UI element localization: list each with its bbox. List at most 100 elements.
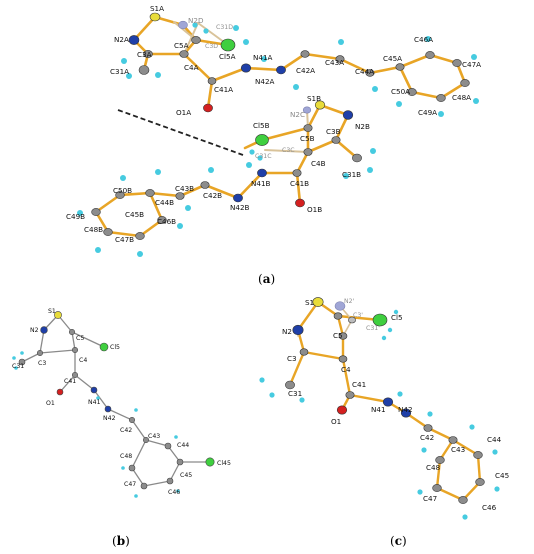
- bonds-molecule-a: [132, 15, 467, 110]
- label-C41B: C41B: [290, 179, 309, 188]
- label-Cl5B: Cl5B: [253, 121, 270, 130]
- label-c-C47: C47: [423, 494, 437, 503]
- label-O1B: O1B: [307, 205, 322, 214]
- label-C44B: C44B: [155, 198, 174, 207]
- label-C3A: C3A: [137, 50, 152, 59]
- label-Cl5A: Cl5A: [219, 52, 236, 61]
- label-b-C47: C47: [124, 481, 136, 488]
- hydrogen-atoms-panel-a: [77, 22, 479, 257]
- label-c-C45: C45: [495, 471, 509, 480]
- label-c-S1: S1: [305, 298, 314, 307]
- label-c-N2p: N2': [344, 298, 355, 305]
- atoms-panel-a: [91, 12, 470, 240]
- label-c-Cl5: Cl5: [391, 313, 403, 322]
- label-c-C48: C48: [426, 463, 441, 472]
- label-c-C46: C46: [482, 503, 497, 512]
- label-b-Cl45: Cl45: [217, 460, 231, 467]
- atom-labels-panel-c: S1 N2' N2 C3' Cl5 C31' C5 C3 C4 C31 C41 …: [282, 298, 509, 512]
- label-N42B: N42B: [230, 203, 250, 212]
- label-N41B: N41B: [251, 179, 271, 188]
- label-b-N2: N2: [30, 327, 39, 334]
- label-b-C3: C3: [38, 360, 46, 367]
- label-C31C: C31C: [255, 153, 272, 160]
- label-b-C45: C45: [180, 472, 192, 479]
- label-c-N41: N41: [371, 405, 386, 414]
- label-C31A: C31A: [110, 67, 129, 76]
- hydrogen-bond-dashed: [117, 109, 244, 156]
- label-c-N2: N2: [282, 327, 292, 336]
- atoms-panel-c: [285, 297, 485, 504]
- label-C46B: C46B: [157, 217, 176, 226]
- panel-c-structure: S1 N2' N2 C3' Cl5 C31' C5 C3 C4 C31 C41 …: [259, 297, 509, 548]
- panel-b-structure: S1 N2 C5 Cl5 C31 C3 C4 C41 O1 N41 N42 C4…: [12, 308, 231, 548]
- label-C3B: C3B: [326, 127, 341, 136]
- label-C5B: C5B: [300, 134, 315, 143]
- label-c-C5: C5: [333, 331, 343, 340]
- label-C43B: C43B: [175, 184, 194, 193]
- label-c-C31: C31: [288, 389, 302, 398]
- label-b-C48: C48: [120, 453, 132, 460]
- label-C4B: C4B: [311, 159, 326, 168]
- label-b-C4: C4: [79, 357, 87, 364]
- hydrogen-atoms-panel-c: [259, 309, 500, 520]
- label-C3D: C3D: [205, 43, 218, 50]
- label-c-C3p: C3': [353, 312, 363, 319]
- label-C5A: C5A: [174, 41, 189, 50]
- label-C31D: C31D: [216, 24, 233, 31]
- atom-labels-panel-b: S1 N2 C5 Cl5 C31 C3 C4 C41 O1 N41 N42 C4…: [12, 308, 231, 496]
- label-c-C42: C42: [420, 433, 434, 442]
- bonds-panel-c-disorder: [297, 305, 353, 337]
- label-C4A: C4A: [184, 63, 199, 72]
- label-C47B: C47B: [115, 235, 134, 244]
- label-C41A: C41A: [214, 85, 233, 94]
- label-b-C5: C5: [76, 335, 84, 342]
- label-b-N42: N42: [103, 415, 116, 422]
- label-N41A: N41A: [253, 53, 273, 62]
- label-b-C41: C41: [64, 378, 76, 385]
- label-C49B: C49B: [66, 212, 85, 221]
- label-S1B: S1B: [307, 94, 321, 103]
- label-b-C43: C43: [148, 433, 160, 440]
- panel-a-structure: S1A N2D N2A C31D C5A C3D Cl5A C3A C4A N4…: [66, 4, 481, 286]
- label-S1A: S1A: [150, 4, 164, 13]
- label-O1A: O1A: [176, 108, 191, 117]
- hydrogen-atoms-panel-b: [12, 351, 180, 498]
- label-c-O1: O1: [331, 417, 341, 426]
- label-c-C3: C3: [287, 354, 297, 363]
- label-c-C43: C43: [451, 445, 465, 454]
- label-N2A: N2A: [114, 35, 129, 44]
- label-C50B: C50B: [113, 186, 132, 195]
- label-N2B: N2B: [355, 122, 370, 131]
- atoms-panel-b: [18, 311, 215, 490]
- label-c-C41: C41: [352, 380, 366, 389]
- label-N2C: N2C: [290, 110, 305, 119]
- label-c-N42: N42: [398, 405, 413, 414]
- label-c-C4: C4: [341, 365, 351, 374]
- label-C48B: C48B: [84, 225, 103, 234]
- label-C50A: C50A: [391, 87, 410, 96]
- label-N42A: N42A: [255, 77, 275, 86]
- label-b-O1: O1: [46, 400, 55, 407]
- panel-label-a: (a): [258, 272, 275, 286]
- label-b-S1: S1: [48, 308, 56, 315]
- label-c-C31p: C31': [366, 325, 380, 332]
- label-N2D: N2D: [188, 16, 204, 25]
- panel-label-b: (b): [112, 534, 130, 548]
- label-C42A: C42A: [296, 66, 315, 75]
- atom-labels-panel-a: S1A N2D N2A C31D C5A C3D Cl5A C3A C4A N4…: [66, 4, 481, 244]
- label-b-C46: C46: [168, 489, 180, 496]
- label-C47A: C47A: [462, 60, 481, 69]
- label-b-N41: N41: [88, 399, 101, 406]
- label-C46A: C46A: [414, 35, 433, 44]
- label-b-C42: C42: [120, 427, 132, 434]
- label-b-C44: C44: [177, 442, 189, 449]
- label-C31B: C31B: [342, 170, 361, 179]
- panel-label-c: (c): [390, 534, 407, 548]
- label-C48A: C48A: [452, 93, 471, 102]
- label-C42B: C42B: [203, 191, 222, 200]
- label-b-Cl5: Cl5: [110, 344, 120, 351]
- label-c-C44: C44: [487, 435, 502, 444]
- label-C3C: C3C: [282, 147, 295, 154]
